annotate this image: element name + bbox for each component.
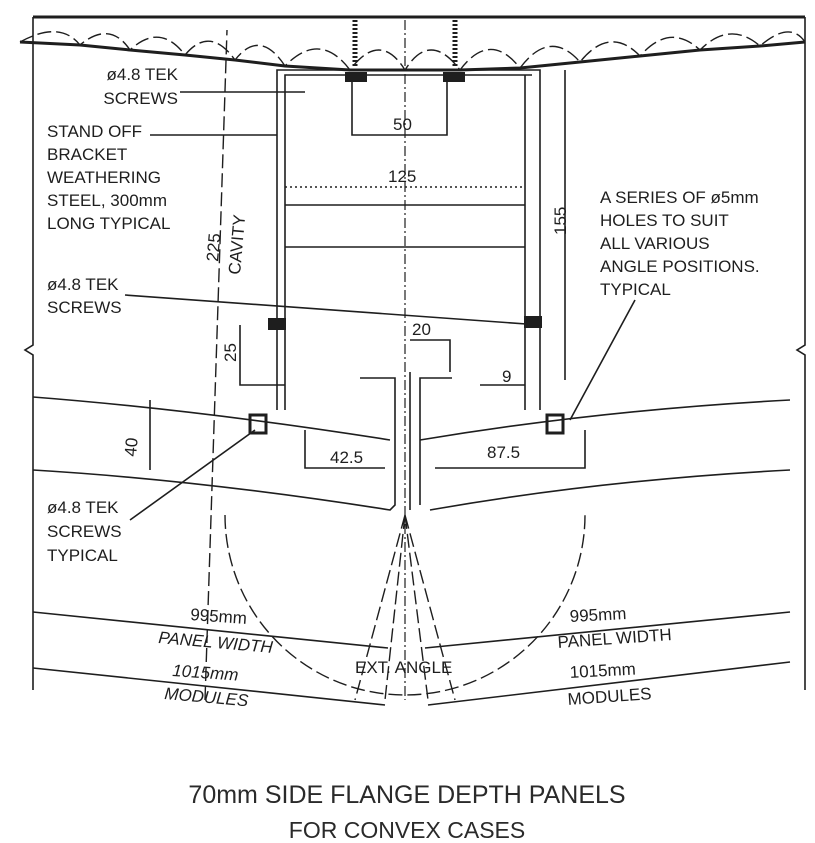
tek-mid-label-2: SCREWS — [47, 298, 122, 317]
boundary-lines — [23, 17, 806, 690]
left-modules-label: MODULES — [164, 684, 250, 710]
right-boundary — [795, 17, 806, 690]
left-panel-width-value: 995mm — [190, 605, 248, 628]
dim-25: 25 — [221, 343, 240, 362]
left-modules-value: 1015mm — [172, 661, 239, 685]
screw-head — [524, 316, 542, 328]
title-line-1: 70mm SIDE FLANGE DEPTH PANELS — [188, 781, 625, 809]
dimension-lines — [32, 70, 791, 706]
angle-rays — [354, 514, 456, 701]
left-boundary — [23, 17, 34, 690]
holes-label-4: ANGLE POSITIONS. — [600, 257, 760, 276]
screw-head — [545, 413, 565, 435]
stand-off-label-1: STAND OFF — [47, 122, 142, 141]
left-panel-width-label: PANEL WIDTH — [158, 628, 275, 657]
dim-225: 225 — [203, 232, 224, 262]
tek-top-label-1: ø4.8 TEK — [107, 65, 179, 84]
right-panel-width-label: PANEL WIDTH — [557, 625, 672, 652]
ext-angle-label: EXT. ANGLE — [355, 658, 452, 677]
holes-label-3: ALL VARIOUS — [600, 234, 710, 253]
screw-head — [248, 413, 268, 435]
stand-off-label-2: BRACKET — [47, 145, 127, 164]
right-modules-value: 1015mm — [569, 660, 636, 682]
title-line-2: FOR CONVEX CASES — [289, 817, 525, 843]
dim-125: 125 — [388, 167, 416, 186]
holes-label-2: HOLES TO SUIT — [600, 211, 729, 230]
angle-arc — [224, 514, 586, 696]
dim-20: 20 — [412, 320, 431, 339]
cavity-line — [204, 29, 228, 701]
screw-head — [268, 318, 286, 330]
stand-off-label-5: LONG TYPICAL — [47, 214, 170, 233]
dim-40: 40 — [121, 437, 142, 458]
stand-off-label-3: WEATHERING — [47, 168, 161, 187]
tek-typical-label-3: TYPICAL — [47, 546, 118, 565]
roof-insulation — [19, 15, 806, 72]
dim-50: 50 — [393, 115, 412, 134]
screw-head — [345, 72, 367, 82]
tek-top-label-2: SCREWS — [103, 89, 178, 108]
dim-155: 155 — [551, 207, 570, 235]
right-panel-width-value: 995mm — [569, 604, 627, 626]
cavity-label: CAVITY — [225, 214, 249, 276]
stand-off-label-4: STEEL, 300mm — [47, 191, 167, 210]
dim-9: 9 — [502, 367, 511, 386]
dim-87-5: 87.5 — [487, 443, 520, 462]
tek-typical-label-2: SCREWS — [47, 522, 122, 541]
holes-label-1: A SERIES OF ø5mm — [600, 188, 759, 207]
screw-head — [443, 72, 465, 82]
dim-42-5: 42.5 — [330, 448, 363, 467]
right-modules-label: MODULES — [567, 684, 652, 709]
wall-panels — [32, 372, 791, 701]
tek-typical-label-1: ø4.8 TEK — [47, 498, 119, 517]
holes-label-5: TYPICAL — [600, 280, 671, 299]
tek-mid-label-1: ø4.8 TEK — [47, 275, 119, 294]
